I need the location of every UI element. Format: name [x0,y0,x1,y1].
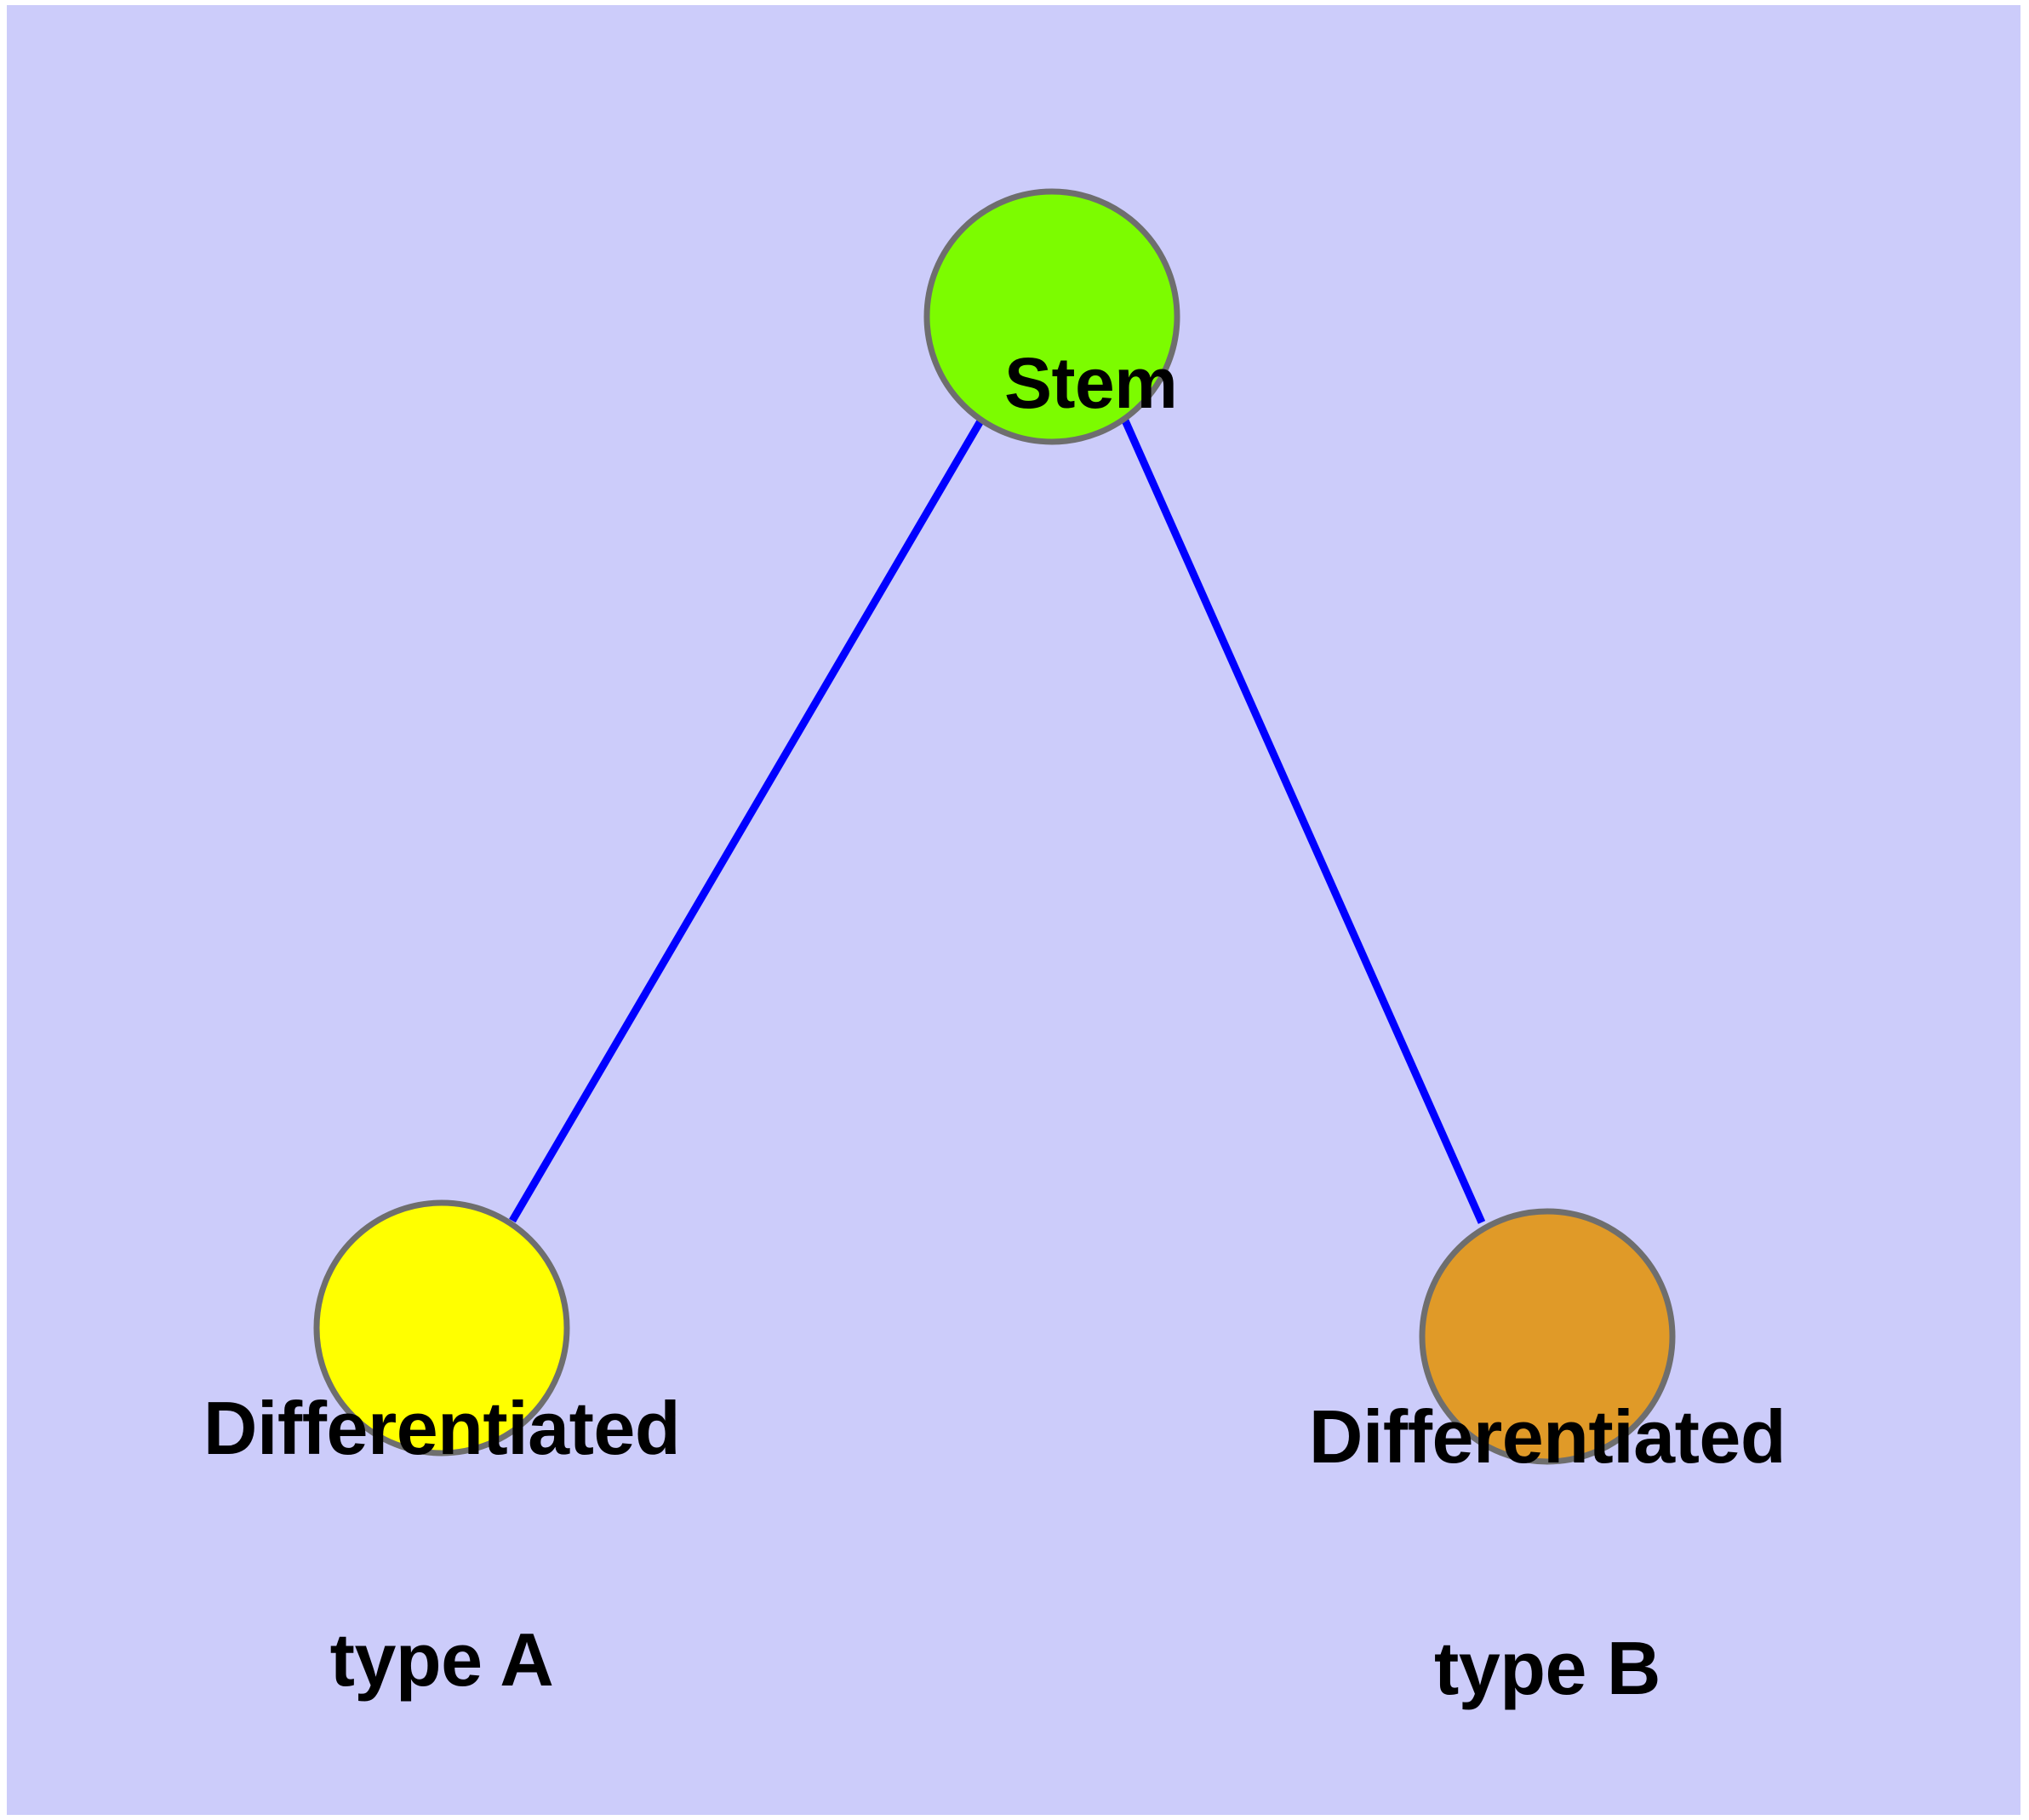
node-stem[interactable] [923,188,1180,445]
node-differentiated-type-a[interactable] [313,1199,570,1457]
edge-stem-to-differentiated-type-b[interactable] [1121,419,1486,1224]
edge-stem-to-differentiated-type-a[interactable] [509,417,985,1223]
node-differentiated-type-b[interactable] [1419,1208,1676,1465]
